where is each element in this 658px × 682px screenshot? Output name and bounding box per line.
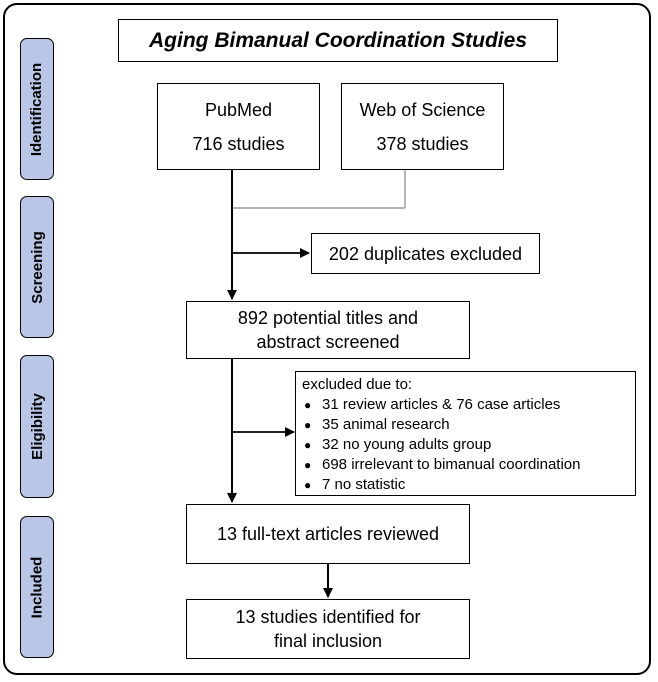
screened-line-2: abstract screened [256,332,400,352]
screened-box: 892 potential titles and abstract screen… [186,301,470,359]
fulltext-text: 13 full-text articles reviewed [216,524,440,544]
stage-screening-label: Screening [28,230,46,304]
exclusion-item: 32 no young adults group [302,435,629,455]
source-pubmed-count: 716 studies [192,133,285,154]
source-web-of-science: Web of Science 378 studies [341,83,504,170]
source-pubmed-name: PubMed [204,99,273,120]
exclusion-heading: excluded due to: [302,376,413,393]
exclusion-item: 698 irrelevant to bimanual coordination [302,455,629,475]
exclusion-item: 31 review articles & 76 case articles [302,395,629,415]
source-pubmed: PubMed 716 studies [157,83,320,170]
exclusion-list: 31 review articles & 76 case articles 35… [302,395,629,495]
stage-identification: Identification [20,38,54,180]
stage-eligibility-label: Eligibility [28,393,46,460]
included-box: 13 studies identified for final inclusio… [186,599,470,659]
duplicates-excluded-text: 202 duplicates excluded [328,243,523,264]
stage-included-label: Included [28,556,46,618]
stage-eligibility: Eligibility [20,355,54,498]
fulltext-box: 13 full-text articles reviewed [186,504,470,564]
screened-line-1: 892 potential titles and [237,308,419,328]
included-line-1: 13 studies identified for [235,607,421,627]
stage-identification-label: Identification [28,62,46,156]
diagram-title: Aging Bimanual Coordination Studies [118,19,558,62]
exclusion-item: 35 animal research [302,415,629,435]
diagram-frame [3,3,651,675]
stage-included: Included [20,516,54,658]
diagram-title-text: Aging Bimanual Coordination Studies [149,28,527,52]
source-web-of-science-count: 378 studies [376,133,469,154]
stage-screening: Screening [20,196,54,338]
included-line-2: final inclusion [273,631,383,651]
source-web-of-science-name: Web of Science [359,99,486,120]
duplicates-excluded-box: 202 duplicates excluded [311,233,540,274]
exclusion-box: excluded due to: 31 review articles & 76… [295,371,636,496]
exclusion-item: 7 no statistic [302,475,629,495]
